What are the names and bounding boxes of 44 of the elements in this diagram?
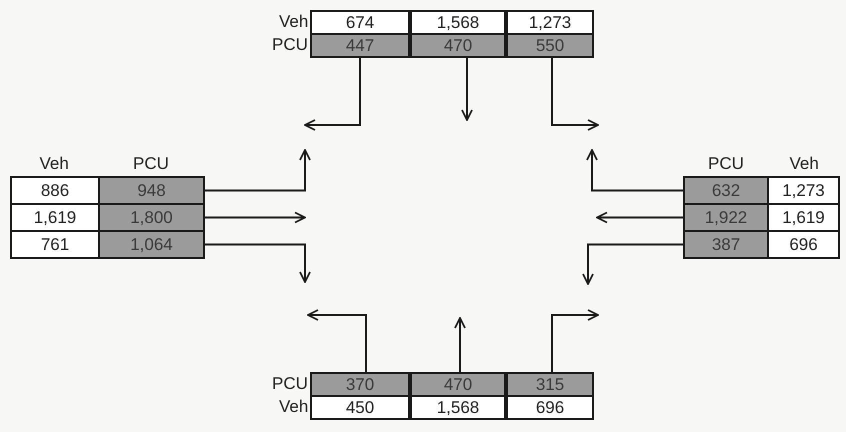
table-cell: 1,619 bbox=[767, 203, 840, 232]
turning-arrow bbox=[586, 149, 683, 192]
turning-arrow bbox=[205, 244, 311, 283]
table-cell: 696 bbox=[506, 395, 594, 420]
turning-arrow bbox=[582, 244, 683, 285]
table-cell: 1,568 bbox=[410, 395, 506, 420]
table-cell: 696 bbox=[767, 230, 840, 259]
table-cell: 1,922 bbox=[683, 203, 769, 232]
turning-arrow bbox=[307, 309, 367, 372]
turning-arrow bbox=[551, 309, 599, 372]
table-cell: 550 bbox=[506, 33, 594, 58]
column-header: Veh bbox=[279, 13, 308, 30]
turning-arrow bbox=[304, 58, 361, 131]
table-cell: 1,273 bbox=[506, 10, 594, 35]
turning-arrow bbox=[454, 317, 466, 372]
turning-arrow bbox=[596, 212, 683, 224]
table-cell: 1,064 bbox=[98, 230, 205, 259]
table-cell: 632 bbox=[683, 176, 769, 205]
table-cell: 470 bbox=[410, 33, 506, 58]
table-cell: 674 bbox=[310, 10, 410, 35]
column-header: PCU bbox=[708, 155, 744, 172]
table-cell: 370 bbox=[310, 372, 410, 397]
table-cell: 315 bbox=[506, 372, 594, 397]
turning-arrow bbox=[205, 212, 306, 224]
turning-arrow bbox=[205, 149, 311, 192]
column-header: PCU bbox=[272, 375, 308, 392]
table-cell: 761 bbox=[10, 230, 100, 259]
table-cell: 948 bbox=[98, 176, 205, 205]
turning-arrow bbox=[551, 58, 599, 131]
table-cell: 1,273 bbox=[767, 176, 840, 205]
column-header: PCU bbox=[272, 36, 308, 53]
table-cell: 1,568 bbox=[410, 10, 506, 35]
table-cell: 447 bbox=[310, 33, 410, 58]
table-cell: 886 bbox=[10, 176, 100, 205]
table-cell: 1,619 bbox=[10, 203, 100, 232]
column-header: Veh bbox=[40, 155, 69, 172]
table-cell: 1,800 bbox=[98, 203, 205, 232]
table-cell: 387 bbox=[683, 230, 769, 259]
column-header: Veh bbox=[279, 398, 308, 415]
column-header: PCU bbox=[133, 155, 169, 172]
table-cell: 450 bbox=[310, 395, 410, 420]
table-cell: 470 bbox=[410, 372, 506, 397]
column-header: Veh bbox=[790, 155, 819, 172]
turning-arrow bbox=[461, 58, 473, 121]
